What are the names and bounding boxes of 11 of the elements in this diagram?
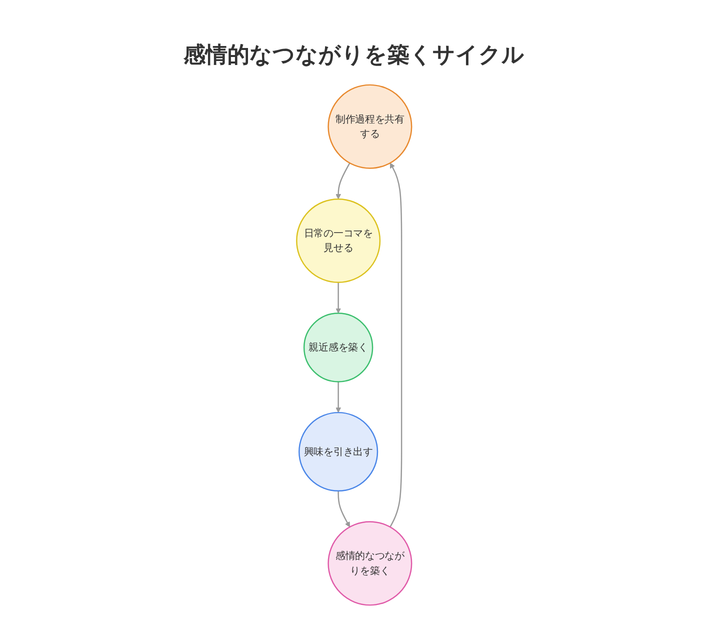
arrow (338, 490, 350, 528)
arrow (335, 282, 341, 314)
diagram-title: 感情的なつながりを築くサイクル (182, 42, 526, 70)
node-circle: 感情的なつながりを築く (328, 521, 412, 606)
arrow (389, 162, 402, 528)
arrow (335, 382, 341, 413)
node-circle: 制作過程を共有する (328, 84, 412, 169)
node-circle: 日常の一コマを見せる (296, 198, 380, 283)
arrow (335, 162, 350, 200)
node-circle: 興味を引き出す (298, 412, 378, 492)
node-circle: 親近感を築く (303, 312, 374, 382)
